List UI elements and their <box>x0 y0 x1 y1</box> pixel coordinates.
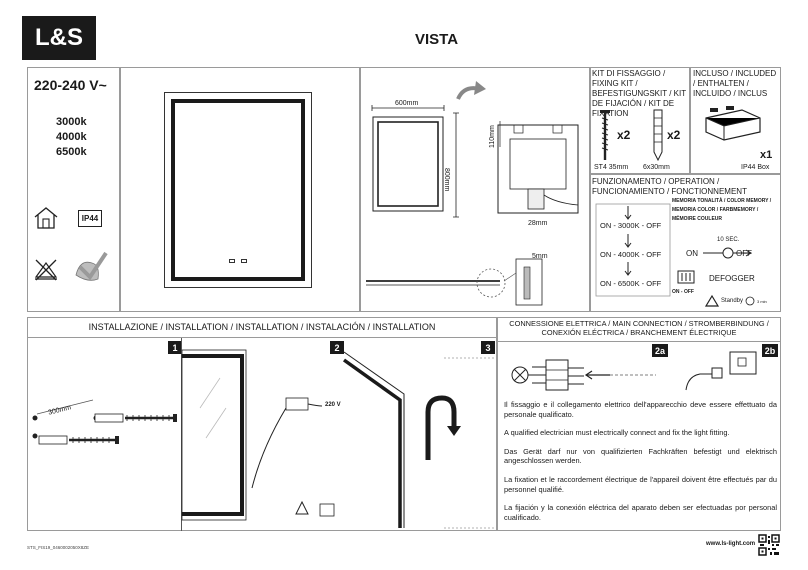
standby-label: Standby <box>721 298 744 304</box>
safety-instructions: Il fissaggio e il collegamento elettrico… <box>504 400 777 531</box>
wall-plug-icon <box>653 109 663 162</box>
step-number: 2a <box>652 344 668 357</box>
included-panel <box>690 67 781 174</box>
timer-icon <box>745 296 755 306</box>
mode-4000k: ON - 4000K - OFF <box>600 250 662 259</box>
fixing-kit-panel <box>590 67 690 174</box>
standby-time: 3 min <box>757 299 767 304</box>
connection-panel <box>497 317 781 531</box>
ip-rating-badge: IP44 <box>78 210 102 227</box>
mode-3000k: ON - 3000K - OFF <box>600 221 662 230</box>
step2a-wiring-drawing <box>511 359 656 391</box>
screw-qty: x2 <box>617 128 631 142</box>
installation-title: INSTALLAZIONE / INSTALLATION / INSTALLAT… <box>88 322 436 332</box>
instruction-it: Il fissaggio e il collegamento elettrico… <box>504 400 777 419</box>
hold-duration: 10 SEC. <box>717 237 740 243</box>
included-label: IP44 Box <box>741 164 770 171</box>
step1-mirror-edge <box>181 338 185 531</box>
dimensions-panel <box>360 67 590 312</box>
supply-voltage: 220 V <box>325 402 341 408</box>
step-number: 3 <box>481 341 495 354</box>
temp-4000: 4000k <box>56 131 87 143</box>
mirror-front <box>164 92 312 288</box>
touch-sensor-icon <box>229 259 235 263</box>
step-number: 1 <box>168 341 182 354</box>
defogger-label: DEFOGGER <box>709 274 755 283</box>
mirror-led-frame <box>171 99 305 281</box>
document-code: STS_FIS19_0460002050X8ZE <box>27 545 90 550</box>
hold-toggle-arrow <box>703 247 752 259</box>
installation-panel <box>27 317 497 531</box>
operation-panel <box>590 174 781 312</box>
ip44-box-icon <box>705 106 761 141</box>
defogger-icon <box>677 270 695 284</box>
dimension-drawing <box>366 81 579 306</box>
defogger-toggle: ON - OFF <box>672 289 694 295</box>
instruction-fr: La fixation et le raccordement électriqu… <box>504 474 777 494</box>
side-dimension: 5mm <box>532 253 548 260</box>
step1-drill-drawing <box>32 399 177 445</box>
top-gap-dimension: 110mm <box>489 125 496 148</box>
screw-icon <box>600 110 610 160</box>
step2b-wiring-drawing <box>685 351 757 391</box>
safety-class-icon <box>75 251 108 281</box>
operation-title: FUNZIONAMENTO / OPERATION / FUNCIONAMIEN… <box>592 177 747 196</box>
hold-on: ON <box>686 249 698 258</box>
instruction-de: Das Gerät darf nur von qualifizierten Fa… <box>504 446 777 466</box>
website-link[interactable]: www.ls-light.com <box>706 541 756 547</box>
indoor-use-icon <box>34 207 58 229</box>
connection-divider <box>497 341 781 342</box>
depth-dimension: 28mm <box>528 220 548 227</box>
mode-6500k: ON - 6500K - OFF <box>600 279 662 288</box>
step-number: 2b <box>762 344 778 357</box>
included-title: INCLUSO / INCLUDED / ENTHALTEN / INCLUID… <box>693 69 777 98</box>
instruction-es: La fijación y la conexión eléctrica del … <box>504 503 777 522</box>
no-dimmer-icon <box>34 259 58 281</box>
fixing-kit-title: KIT DI FISSAGGIO / FIXING KIT / BEFESTIG… <box>592 69 686 118</box>
hold-off: OFF <box>736 249 752 258</box>
width-dimension: 600mm <box>395 100 419 107</box>
brand-logo: L&S <box>22 16 96 60</box>
connection-title: CONNESSIONE ELETTRICA / MAIN CONNECTION … <box>509 319 769 337</box>
specs-panel <box>27 67 120 312</box>
temp-3000: 3000k <box>56 116 87 128</box>
screw-size: ST4 35mm <box>594 164 629 171</box>
voltage-spec: 220-240 V~ <box>34 77 107 93</box>
temp-6500: 6500k <box>56 146 87 158</box>
color-memory-text: MEMORIA TONALITÀ / COLOR MEMORY / MEMORI… <box>672 198 772 222</box>
included-qty: x1 <box>760 149 773 161</box>
product-title: VISTA <box>415 31 459 48</box>
step3-hang-drawing <box>342 351 494 529</box>
qr-code-icon <box>758 534 780 556</box>
height-dimension: 800mm <box>443 168 450 192</box>
touch-sensor-icon <box>241 259 247 263</box>
plug-size: 6x30mm <box>643 164 670 171</box>
mirror-front-panel <box>120 67 360 312</box>
installation-divider <box>27 337 497 338</box>
warning-icon <box>704 294 720 307</box>
plug-qty: x2 <box>667 128 681 142</box>
step-number: 2 <box>330 341 344 354</box>
instruction-en: A qualified electrician must electricall… <box>504 428 730 438</box>
mode-cycle-diagram <box>595 203 671 297</box>
step2-mirror-drawing <box>181 349 335 521</box>
